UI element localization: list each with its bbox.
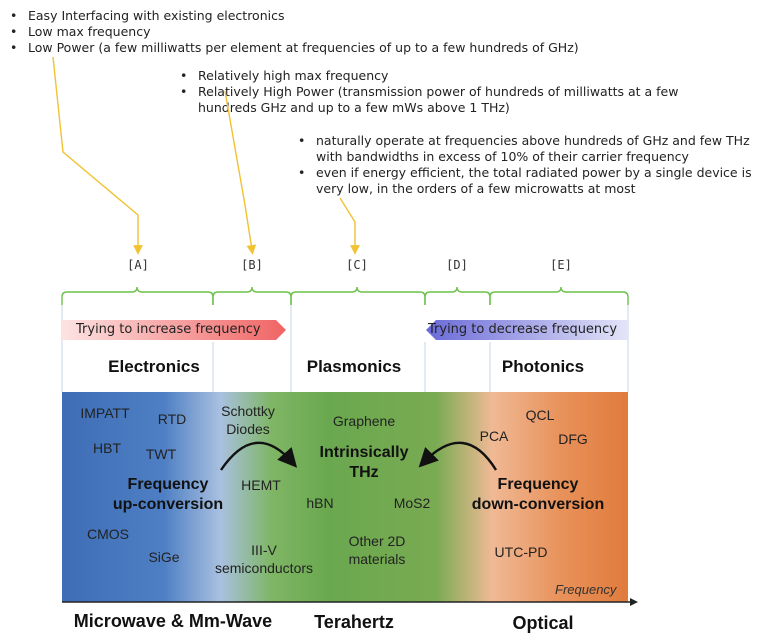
brace-d — [424, 286, 491, 305]
brace-group — [61, 286, 629, 305]
note-a-1: Easy Interfacing with existing electroni… — [8, 8, 648, 24]
tech-rtd: RTD — [157, 411, 187, 427]
note-b-2: Relatively High Power (transmission powe… — [178, 84, 698, 116]
note-b-1: Relatively high max frequency — [178, 68, 698, 84]
notes-high-power: Relatively high max frequency Relatively… — [178, 68, 698, 116]
concept-upconversion: Frequency up-conversion — [112, 476, 224, 513]
tech-hemt: HEMT — [241, 477, 281, 493]
brace-b — [212, 286, 292, 305]
frequency-axis-label: Frequency — [555, 582, 617, 597]
section-separators — [61, 305, 629, 392]
band-terahertz: Terahertz — [314, 612, 394, 632]
note-c-2: even if energy efficient, the total radi… — [296, 165, 756, 197]
bracket-label-c: [C] — [346, 258, 368, 272]
increase-frequency-label: Trying to increase frequency — [76, 322, 261, 337]
tech-iiiv: III-V semiconductors — [214, 542, 314, 576]
pointer-c — [339, 197, 360, 255]
tech-other-2d: Other 2D materials — [348, 533, 406, 567]
tech-graphene: Graphene — [332, 413, 396, 429]
tech-utc-pd: UTC-PD — [494, 544, 548, 560]
concept-intrinsic-thz: Intrinsically THz — [319, 444, 409, 481]
note-a-3: Low Power (a few milliwatts per element … — [8, 40, 648, 56]
tech-hbn: hBN — [306, 495, 334, 511]
tech-dfg: DFG — [558, 431, 588, 447]
section-photonics: Photonics — [501, 357, 585, 376]
tech-hbt: HBT — [93, 440, 121, 456]
section-plasmonics: Plasmonics — [306, 357, 402, 376]
brace-a — [61, 286, 214, 305]
notes-electronics: Easy Interfacing with existing electroni… — [8, 8, 648, 56]
concept-downconversion: Frequency down-conversion — [471, 476, 605, 513]
bracket-label-d: [D] — [446, 258, 468, 272]
spectrum-band — [62, 392, 628, 602]
pointer-b — [224, 90, 257, 255]
tech-sige: SiGe — [148, 549, 180, 565]
increase-frequency-arrow — [62, 320, 286, 340]
note-a-2: Low max frequency — [8, 24, 648, 40]
tech-mos2: MoS2 — [393, 495, 431, 511]
tech-cmos: CMOS — [87, 526, 129, 542]
notes-plasmonics: naturally operate at frequencies above h… — [296, 133, 756, 197]
tech-qcl: QCL — [525, 407, 555, 423]
decrease-frequency-label: Trying to decrease frequency — [428, 322, 618, 337]
tech-impatt: IMPATT — [80, 405, 130, 421]
brace-c — [290, 286, 426, 305]
downconversion-curve — [418, 441, 498, 471]
pointer-a — [52, 56, 143, 255]
upconversion-curve — [220, 441, 298, 471]
bracket-label-e: [E] — [550, 258, 572, 272]
bracket-label-b: [B] — [241, 258, 263, 272]
frequency-axis-head — [630, 598, 638, 606]
decrease-frequency-arrow — [426, 320, 628, 340]
band-optical: Optical — [512, 613, 574, 633]
section-electronics: Electronics — [108, 357, 200, 376]
tech-schottky: Schottky Diodes — [221, 403, 275, 437]
band-microwave: Microwave & Mm-Wave — [73, 611, 273, 631]
tech-pca: PCA — [479, 428, 509, 444]
note-c-1: naturally operate at frequencies above h… — [296, 133, 756, 165]
brace-e — [489, 286, 629, 305]
bracket-label-a: [A] — [127, 258, 149, 272]
tech-twt: TWT — [145, 446, 177, 462]
